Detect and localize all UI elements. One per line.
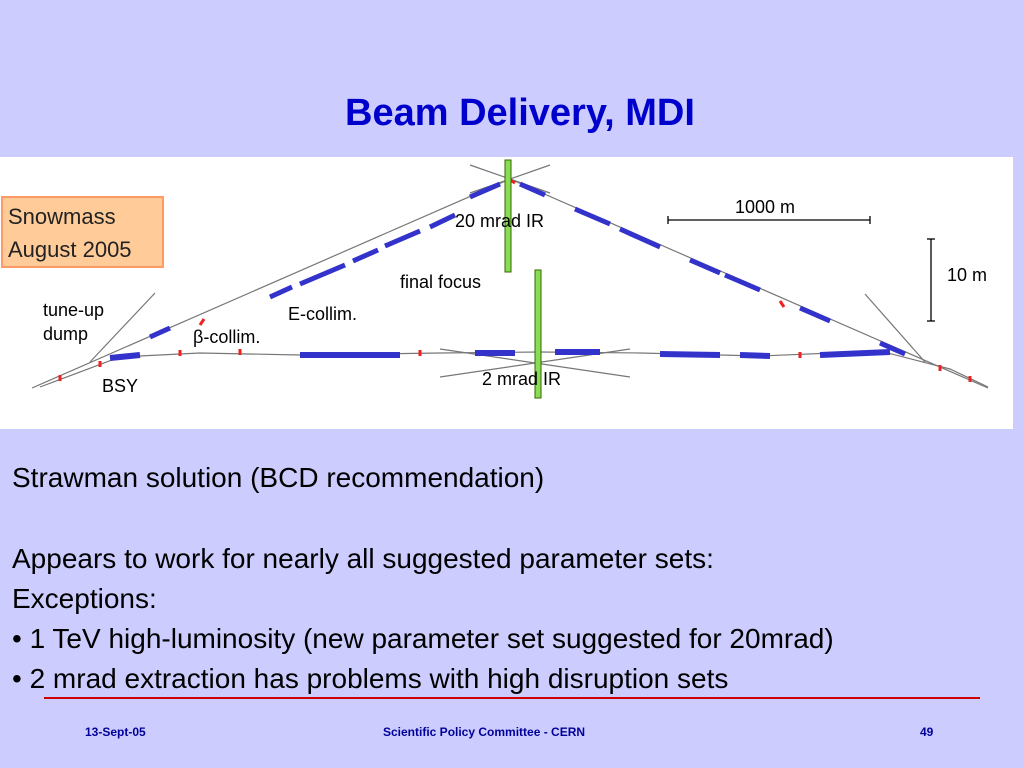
magnets-lower xyxy=(109,349,891,361)
beamline-upper-left xyxy=(31,178,511,389)
snowmass-box xyxy=(1,196,164,268)
label-20mrad-ir: 20 mrad IR xyxy=(455,211,544,231)
snowmass-label-line1: Snowmass xyxy=(8,204,116,229)
scale-bar-vertical xyxy=(927,238,935,322)
label-scale-10m: 10 m xyxy=(947,265,987,285)
snowmass-label-line2: August 2005 xyxy=(8,237,132,262)
bullet-2mrad: • 2 mrad extraction has problems with hi… xyxy=(12,663,729,694)
label-beta-collim: β-collim. xyxy=(193,327,260,347)
tuneup-dump-line xyxy=(89,292,156,363)
body-line-appears: Appears to work for nearly all suggested… xyxy=(12,543,714,574)
final-focus-marker xyxy=(534,269,542,399)
scale-bar-horizontal xyxy=(667,216,871,224)
body-line-exceptions: Exceptions: xyxy=(12,583,157,614)
beamline-svg: Snowmass August 2005 20 mrad IR final fo… xyxy=(1,159,989,399)
label-bsy: BSY xyxy=(102,376,138,396)
beamline-diagram: Snowmass August 2005 20 mrad IR final fo… xyxy=(0,157,1013,429)
ir20-marker xyxy=(504,159,512,273)
magnets-upper-right xyxy=(518,181,907,357)
label-final-focus: final focus xyxy=(400,272,481,292)
label-e-collim: E-collim. xyxy=(288,304,357,324)
footer-page-number: 49 xyxy=(920,725,934,739)
slide-body: Strawman solution (BCD recommendation) A… xyxy=(12,458,1017,699)
footer-date: 13-Sept-05 xyxy=(85,725,146,739)
right-dump-line xyxy=(864,293,926,363)
bullet-1tev: • 1 TeV high-luminosity (new parameter s… xyxy=(12,623,834,654)
label-2mrad-ir: 2 mrad IR xyxy=(482,369,561,389)
footer-divider xyxy=(44,697,980,699)
footer-event: Scientific Policy Committee - CERN xyxy=(383,725,586,739)
magnets-upper-left xyxy=(148,181,501,340)
label-tuneup-line1: tune-up xyxy=(43,300,104,320)
slide-title: Beam Delivery, MDI xyxy=(345,92,695,134)
ticks-red xyxy=(58,175,972,382)
label-tuneup-line2: dump xyxy=(43,324,88,344)
body-line-blank xyxy=(12,498,1017,539)
label-scale-1000m: 1000 m xyxy=(735,197,795,217)
body-line-strawman: Strawman solution (BCD recommendation) xyxy=(12,462,545,493)
